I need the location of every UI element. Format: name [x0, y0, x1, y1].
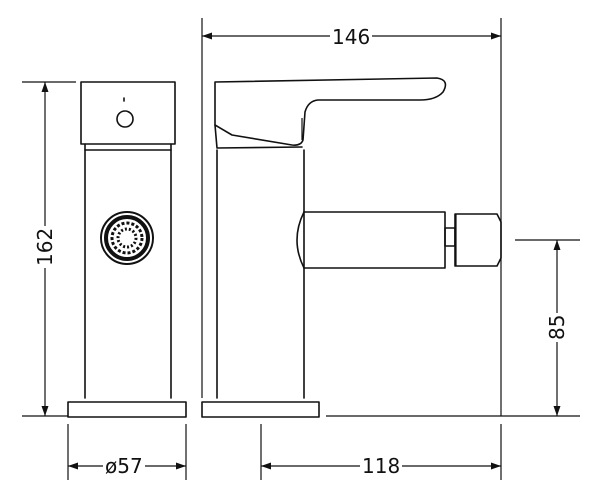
front-view — [67, 81, 187, 418]
side-view — [201, 77, 502, 418]
front-base-plate — [67, 401, 187, 418]
aerator-icon — [100, 211, 154, 265]
side-body-outline — [216, 149, 305, 399]
front-body-outline — [84, 143, 172, 399]
side-spout-curve — [296, 211, 305, 269]
dim-118-label: 118 — [360, 454, 403, 478]
side-lever-base — [214, 124, 303, 149]
dim-162-label: 162 — [33, 225, 57, 268]
dim-85-label: 85 — [545, 312, 569, 342]
front-handle-knob-circle — [116, 110, 134, 128]
dim-57-label: ø57 — [103, 454, 145, 478]
front-handle-block — [80, 81, 176, 145]
side-nozzle-stem — [444, 227, 456, 247]
side-nozzle-head — [454, 213, 502, 267]
dim-146-label: 146 — [330, 25, 373, 49]
side-lever-handle — [214, 77, 447, 146]
side-base-plate — [201, 401, 320, 418]
side-spout — [303, 211, 446, 269]
dimension-lines — [22, 18, 580, 480]
